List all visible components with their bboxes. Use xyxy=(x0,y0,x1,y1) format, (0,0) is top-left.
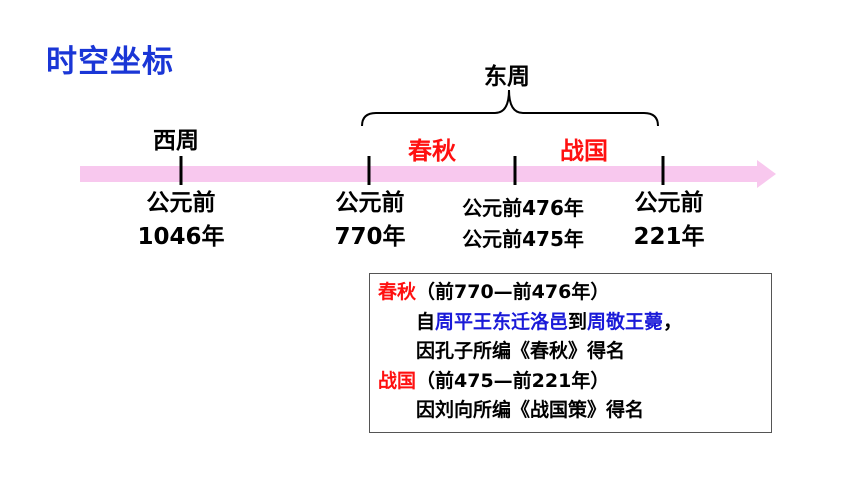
date-476-line: 公元前476年 xyxy=(462,196,584,220)
info-event-1: 周平王东迁洛邑 xyxy=(435,310,569,333)
label-zhanguo: 战国 xyxy=(560,137,608,165)
info-line-zhanguo: 战国（前475—前221年） xyxy=(378,367,771,397)
info-line-zhanguo-origin: 因刘向所编《战国策》得名 xyxy=(416,399,645,421)
timeline-arrow xyxy=(80,160,776,188)
page-title: 时空坐标 xyxy=(46,44,174,80)
info-post: ， xyxy=(663,310,683,333)
info-mid: 到 xyxy=(568,310,588,333)
info-line-chunqiu-origin: 因孔子所编《春秋》得名 xyxy=(416,340,626,362)
dongzhou-brace xyxy=(361,89,659,127)
label-xizhou: 西周 xyxy=(153,128,199,154)
date-1046-line1: 公元前 xyxy=(146,190,216,216)
info-line-chunqiu: 春秋（前770—前476年） xyxy=(378,278,771,308)
date-475-line: 公元前475年 xyxy=(462,227,584,251)
date-221-line2: 221年 xyxy=(633,224,705,250)
date-1046: 公元前 1046年 xyxy=(121,186,241,254)
info-pre: 自 xyxy=(416,310,436,333)
info-zhanguo-label: 战国 xyxy=(378,369,417,392)
info-chunqiu-label: 春秋 xyxy=(378,281,417,303)
date-221: 公元前 221年 xyxy=(609,186,729,254)
info-zhanguo-range: （前475—前221年） xyxy=(416,369,610,392)
date-770-line1: 公元前 xyxy=(335,190,405,216)
date-1046-line2: 1046年 xyxy=(137,224,225,250)
info-chunqiu-range: （前770—前476年） xyxy=(416,281,610,303)
date-770-line2: 770年 xyxy=(334,224,406,250)
date-770: 公元前 770年 xyxy=(310,186,430,254)
info-line-chunqiu-span: 自周平王东迁洛邑到周敬王薨， xyxy=(378,308,771,338)
info-event-2: 周敬王薨 xyxy=(587,310,664,333)
date-221-line1: 公元前 xyxy=(634,190,704,216)
info-box: 春秋（前770—前476年） 自周平王东迁洛邑到周敬王薨， 因孔子所编《春秋》得… xyxy=(369,273,772,433)
label-dongzhou: 东周 xyxy=(484,64,530,90)
date-476-475: 公元前476年 公元前475年 xyxy=(448,193,598,255)
label-chunqiu: 春秋 xyxy=(408,137,456,165)
